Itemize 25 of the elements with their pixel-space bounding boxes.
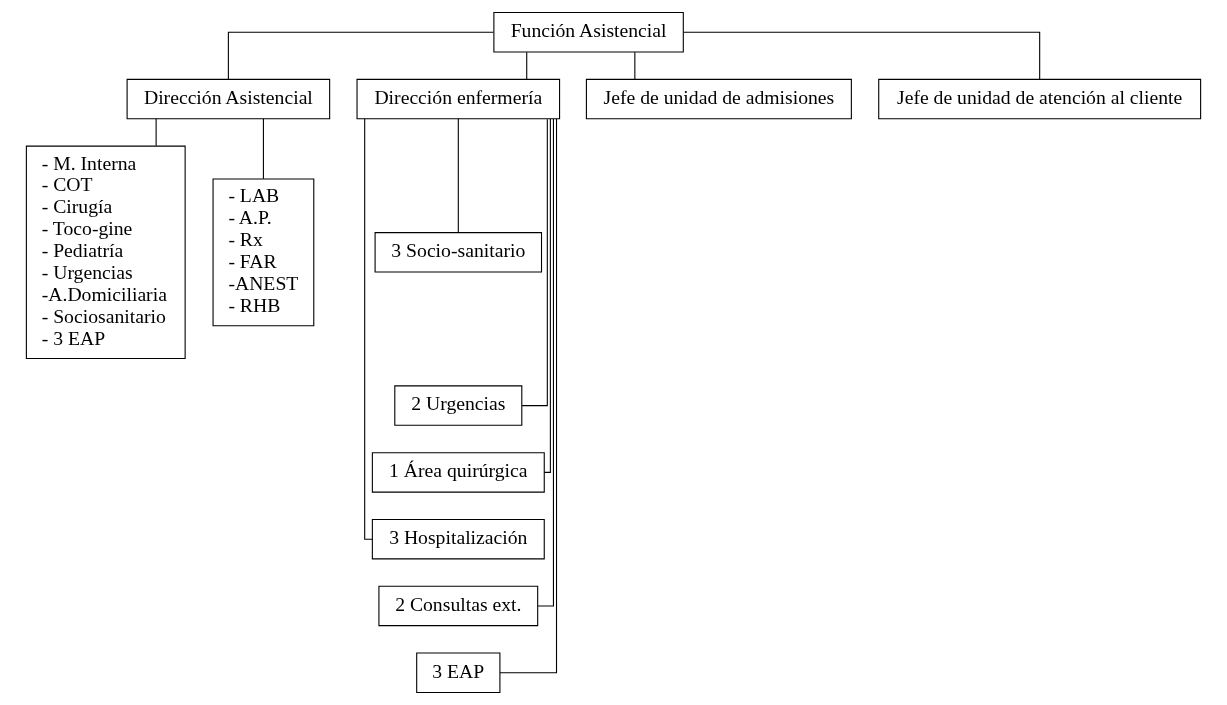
node-box: Jefe de unidad de atención al cliente: [878, 78, 1202, 120]
node-box: 3 EAP: [416, 652, 501, 693]
connector: [499, 118, 558, 674]
connector: [457, 118, 459, 233]
node-box: 2 Urgencias: [394, 385, 523, 426]
node-box: Dirección Asistencial: [126, 78, 331, 120]
connector: [543, 118, 551, 473]
connector: [526, 51, 528, 80]
node-box: - M. Interna - COT - Cirugía - Toco-gine - Pediatría - Urgencias -A.Domiciliaria - Sociosanitario - 3 EAP: [25, 145, 186, 360]
connector: [682, 31, 1041, 80]
node-box: 2 Consultas ext.: [378, 585, 539, 627]
connector: [155, 118, 157, 147]
node-box: 3 Hospitalización: [371, 518, 545, 560]
node-box: 3 Socio-sanitario: [374, 232, 543, 273]
node-box: 1 Área quirúrgica: [371, 452, 545, 493]
connector: [537, 118, 554, 607]
connector: [634, 51, 636, 80]
node-box: - LAB - A.P. - Rx - FAR -ANEST - RHB: [212, 178, 315, 327]
connector: [262, 118, 264, 180]
connector: [364, 118, 373, 540]
connector: [227, 31, 495, 80]
node-box: Jefe de unidad de admisiones: [585, 78, 852, 120]
connector: [521, 118, 548, 407]
node-box: Dirección enfermería: [356, 78, 561, 120]
node-box: Función Asistencial: [493, 12, 684, 53]
